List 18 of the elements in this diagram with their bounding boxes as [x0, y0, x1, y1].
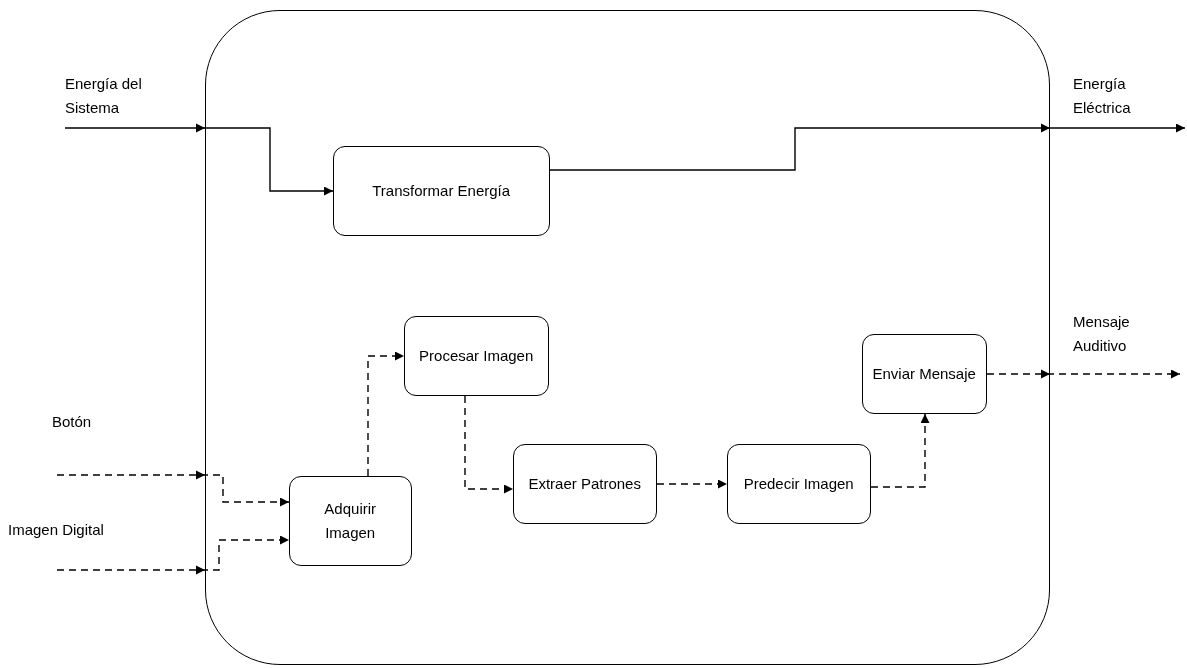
io-label: Imagen Digital	[8, 520, 104, 540]
process-box	[726, 443, 871, 524]
process-label: Enviar Mensaje	[871, 363, 977, 384]
process-box	[332, 145, 550, 236]
process-box	[403, 315, 549, 396]
io-label: Botón	[52, 412, 92, 432]
system-boundary	[205, 10, 1050, 665]
io-label: Energía Eléctrica	[1073, 74, 1132, 118]
process-box	[288, 475, 412, 566]
process-box	[512, 443, 657, 524]
process-box	[861, 333, 987, 414]
process-label: Procesar Imagen	[418, 345, 535, 366]
io-label: Mensaje Auditivo	[1073, 312, 1131, 356]
process-label: Predecir Imagen	[742, 473, 855, 494]
process-label: Adquirir Imagen	[323, 498, 378, 543]
process-label: Extraer Patrones	[527, 473, 642, 494]
process-label: Transformar Energía	[371, 180, 512, 201]
io-label: Energía del Sistema	[65, 74, 143, 118]
